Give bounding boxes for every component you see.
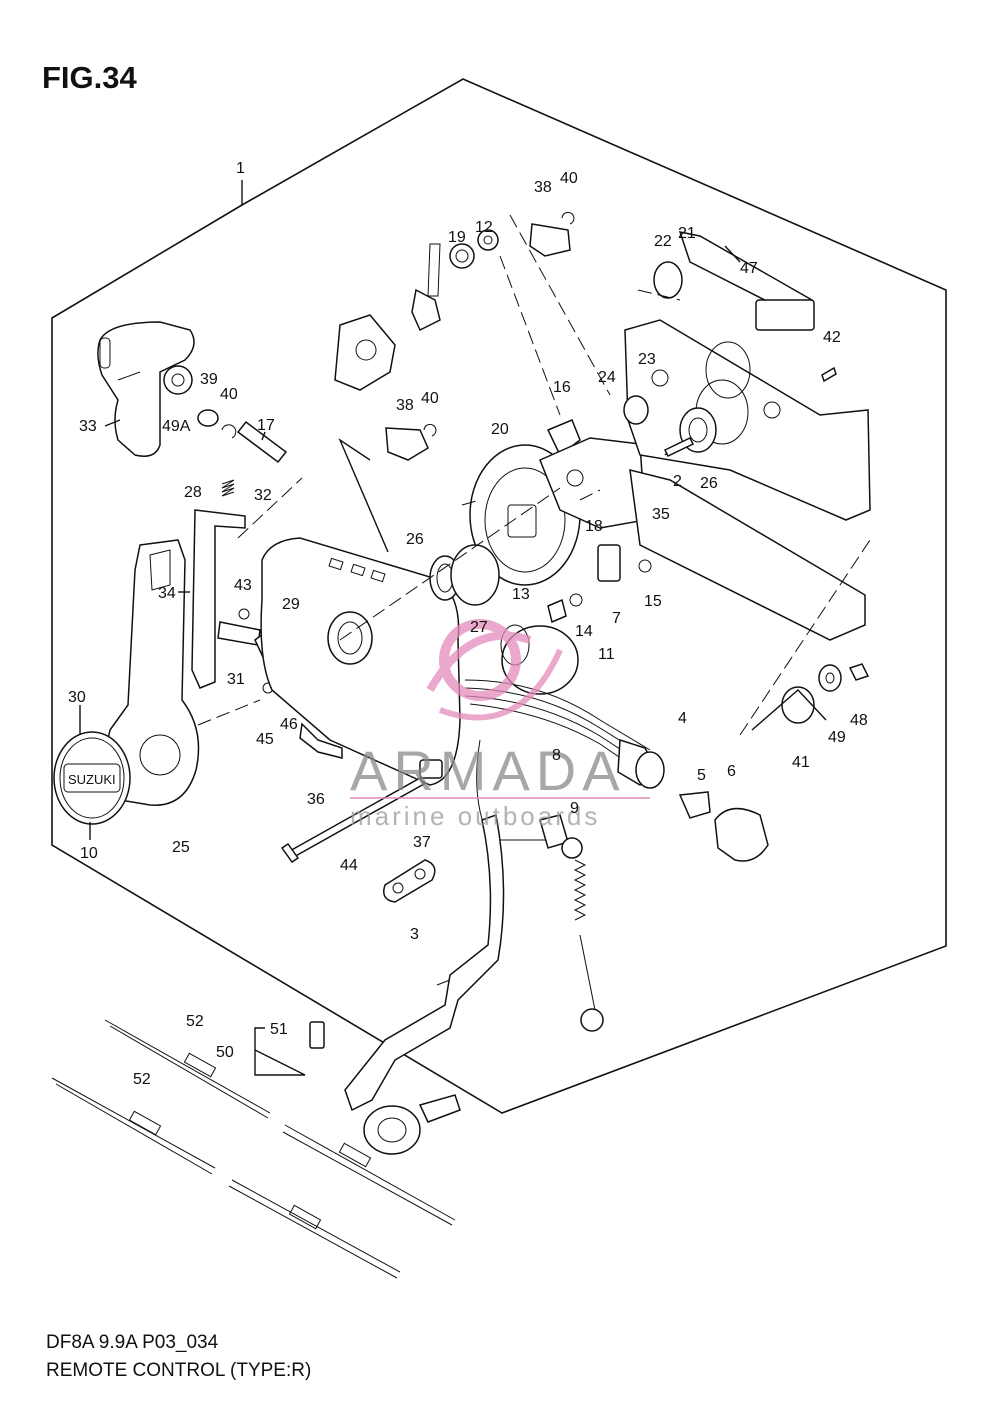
cover-screws-part: [663, 366, 837, 457]
callout-24: 24: [598, 369, 616, 386]
callout-50: 50: [216, 1044, 234, 1061]
callout-10: 10: [80, 845, 98, 862]
callout-52a: 52: [186, 1013, 204, 1030]
leader-47: [724, 245, 741, 263]
callout-30: 30: [68, 689, 86, 706]
figure-title: FIG.34: [42, 60, 137, 95]
warning-buzzer-part: [500, 624, 579, 695]
callout-36: 36: [307, 791, 325, 808]
callout-47: 47: [740, 260, 758, 277]
callout-46: 46: [280, 716, 298, 733]
control-housing-part: [260, 537, 461, 786]
callout-1: 1: [236, 160, 245, 177]
fuse-part: [309, 1021, 325, 1049]
callout-42: 42: [823, 329, 841, 346]
callout-27: 27: [470, 619, 488, 636]
callout-34: 34: [158, 585, 176, 602]
watermark-brand: ARMADA: [350, 739, 626, 802]
callout-44: 44: [340, 857, 358, 874]
side-cover-plate-part: [623, 231, 871, 641]
callout-19: 19: [448, 229, 466, 246]
small-washers-part: [163, 365, 288, 464]
backing-plate-part: [383, 859, 436, 903]
callout-23: 23: [638, 351, 656, 368]
wire-harness-part: [464, 679, 651, 849]
lock-bracket-part: [191, 509, 246, 689]
callout-18: 18: [585, 518, 603, 535]
suzuki-logo: SUZUKI: [68, 772, 116, 787]
callout-35: 35: [652, 506, 670, 523]
callout-40a: 40: [560, 170, 578, 187]
callout-37: 37: [413, 834, 431, 851]
callout-15: 15: [644, 593, 662, 610]
callout-32: 32: [254, 487, 272, 504]
callout-28: 28: [184, 484, 202, 501]
callout-31: 31: [227, 671, 245, 688]
callout-25: 25: [172, 839, 190, 856]
callout-52b: 52: [133, 1071, 151, 1088]
shaft-plate-part: [539, 419, 646, 529]
seal-rings-part: [429, 544, 500, 606]
callout-14: 14: [575, 623, 593, 640]
housing-leader: [338, 438, 389, 553]
callout-29: 29: [282, 596, 300, 613]
callout-38a: 38: [534, 179, 552, 196]
key-switch-part: [617, 738, 769, 862]
callout-20: 20: [491, 421, 509, 438]
callout-40c: 40: [421, 390, 439, 407]
leader-50: [254, 1027, 305, 1076]
stop-lanyard-part: [561, 837, 604, 1032]
callout-3: 3: [410, 926, 419, 943]
suzuki-cap-part: SUZUKI: [53, 731, 131, 825]
neutral-switch-part: [547, 544, 652, 624]
main-harness-cable-part: [344, 813, 505, 1155]
callout-43: 43: [234, 577, 252, 594]
leader-41: [751, 689, 827, 731]
callout-22: 22: [654, 233, 672, 250]
grommet-washer-nut-part: [781, 663, 870, 724]
callout-51: 51: [270, 1021, 288, 1038]
callout-16: 16: [553, 379, 571, 396]
throttle-shift-cables-part: [51, 1019, 456, 1279]
callout-8: 8: [552, 747, 561, 764]
callout-41: 41: [792, 754, 810, 771]
callout-11: 11: [598, 646, 615, 663]
callout-49: 49: [828, 729, 846, 746]
spring-part: [221, 479, 235, 497]
callout-48: 48: [850, 712, 868, 729]
callout-4: 4: [678, 710, 687, 727]
callout-5: 5: [697, 767, 706, 784]
callout-labels: 1 2 3 4 5 6 7 8 9 10 11 12 13 14 15 16 1…: [68, 160, 868, 1088]
callout-38b: 38: [396, 397, 414, 414]
watermark-tagline: marine outboards: [350, 801, 600, 831]
callout-17: 17: [257, 417, 275, 434]
callout-13: 13: [512, 586, 530, 603]
callout-49a: 49A: [162, 418, 191, 435]
callout-2: 2: [673, 473, 682, 490]
callout-21: 21: [678, 225, 696, 242]
callout-12: 12: [475, 219, 493, 236]
diagram-name: REMOTE CONTROL (TYPE:R): [46, 1360, 312, 1381]
callout-6: 6: [727, 763, 736, 780]
assembly-guide-lines: [197, 214, 871, 986]
leader-50a: [254, 1049, 306, 1076]
callout-39: 39: [200, 371, 218, 388]
upper-bracket-part: [334, 211, 575, 461]
callout-33: 33: [79, 418, 97, 435]
leader-17: [261, 431, 266, 441]
armada-watermark: ARMADA marine outboards: [350, 619, 650, 831]
assembly-boundary: [51, 78, 947, 1114]
callout-7: 7: [612, 610, 621, 627]
callout-9: 9: [570, 800, 579, 817]
callout-40b: 40: [220, 386, 238, 403]
diagram-code: DF8A 9.9A P03_034: [46, 1332, 219, 1353]
handle-grip-part: [97, 321, 195, 457]
leader-33: [104, 419, 121, 427]
callout-45: 45: [256, 731, 274, 748]
callout-26b: 26: [700, 475, 718, 492]
callout-26a: 26: [406, 531, 424, 548]
clip-part: [299, 722, 443, 779]
